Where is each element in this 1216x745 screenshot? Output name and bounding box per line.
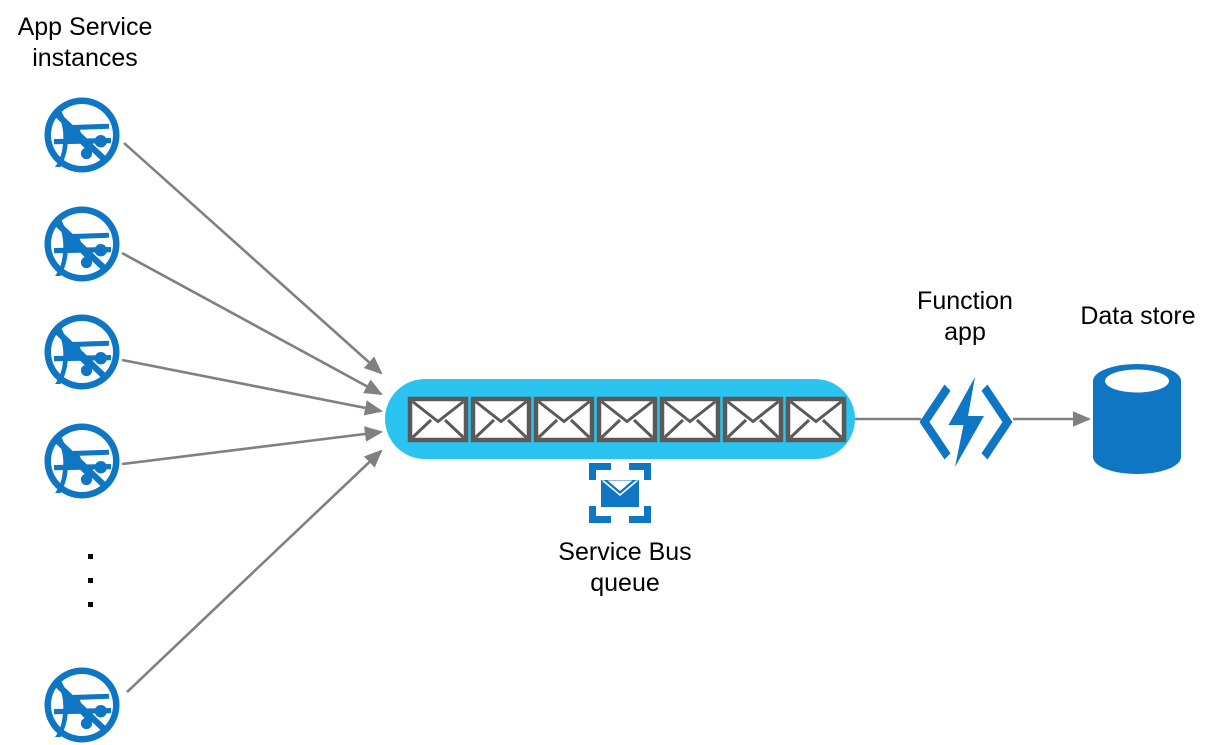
envelope-icon <box>407 396 469 443</box>
service-bus-queue-label: Service Bus queue <box>558 538 692 597</box>
app-service-globe-icon[interactable] <box>42 665 122 745</box>
envelope-icon <box>722 396 784 443</box>
app-service-globe-icon[interactable] <box>42 95 122 175</box>
ellipsis-dot <box>88 602 93 607</box>
ellipsis-dot <box>88 578 93 583</box>
envelope-icon <box>533 396 595 443</box>
connector-instance-2-to-queue <box>121 251 383 396</box>
connector-instance-4-to-queue <box>121 426 384 466</box>
connector-instance-1-to-queue <box>123 142 383 375</box>
queue-messages <box>407 396 847 443</box>
app-service-globe-icon[interactable] <box>42 312 122 392</box>
data-store-label: Data store <box>1080 302 1196 330</box>
connector-instance-n-to-queue <box>126 449 383 693</box>
envelope-icon <box>596 396 658 443</box>
app-service-globe-icon[interactable] <box>42 421 122 501</box>
app-service-globe-icon[interactable] <box>42 204 122 284</box>
azure-function-bolt-icon[interactable] <box>918 376 1014 468</box>
envelope-icon <box>659 396 721 443</box>
ellipsis-dot <box>88 554 93 559</box>
service-bus-envelope-icon[interactable] <box>589 463 651 523</box>
envelope-icon <box>785 396 847 443</box>
envelope-icon <box>470 396 532 443</box>
app-service-instances-label: App Service instances <box>17 13 153 72</box>
connector-instance-3-to-queue <box>121 358 384 416</box>
database-cylinder-icon[interactable] <box>1091 363 1183 475</box>
function-app-label: Function app <box>917 287 1013 346</box>
